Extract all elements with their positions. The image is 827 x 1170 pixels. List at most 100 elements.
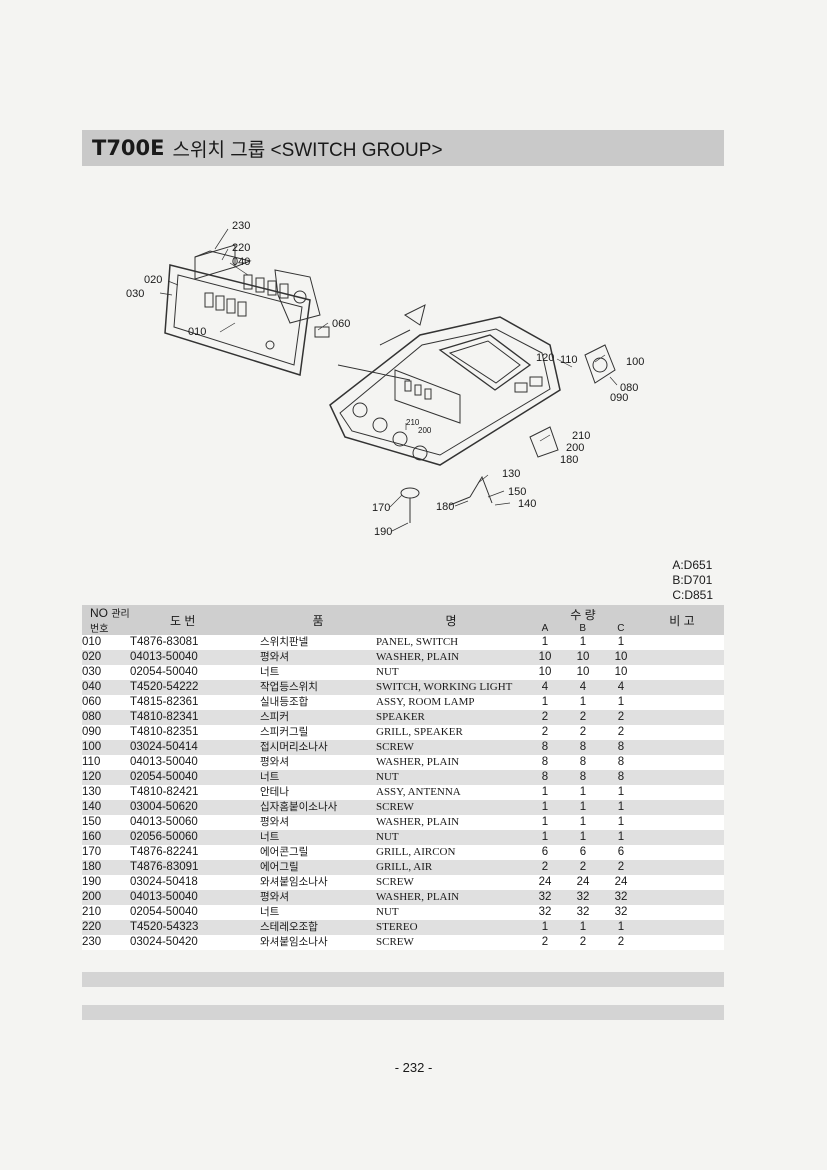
grill-antenna-drawing [400, 475, 493, 523]
cell-note [640, 830, 724, 845]
cell-part-number: 04013-50040 [130, 650, 260, 665]
cell-korean-name: 평와셔 [260, 755, 376, 770]
table-empty-band [82, 972, 724, 987]
callout-030: 030 [126, 288, 144, 300]
cell-qty-c: 8 [602, 755, 640, 770]
cell-korean-name: 너트 [260, 665, 376, 680]
cell-part-number: T4815-82361 [130, 695, 260, 710]
cell-no: 200 [82, 890, 130, 905]
cell-korean-name: 작업등스위치 [260, 680, 376, 695]
cell-part-number: 04013-50040 [130, 755, 260, 770]
callout-120: 120 [536, 352, 554, 364]
cell-english-name: WASHER, PLAIN [376, 890, 526, 905]
cell-qty-a: 1 [526, 800, 564, 815]
cell-english-name: SPEAKER [376, 710, 526, 725]
cell-no: 020 [82, 650, 130, 665]
cell-english-name: WASHER, PLAIN [376, 815, 526, 830]
cell-qty-b: 8 [564, 740, 602, 755]
cell-note [640, 665, 724, 680]
cell-english-name: ASSY, ANTENNA [376, 785, 526, 800]
cell-part-number: T4810-82351 [130, 725, 260, 740]
cell-qty-b: 8 [564, 770, 602, 785]
cell-english-name: STEREO [376, 920, 526, 935]
cell-qty-b: 2 [564, 725, 602, 740]
cell-korean-name: 와셔붙임소나사 [260, 935, 376, 950]
callout-230: 230 [232, 220, 250, 232]
cell-note [640, 845, 724, 860]
cell-korean-name: 너트 [260, 830, 376, 845]
cell-part-number: T4810-82421 [130, 785, 260, 800]
cell-no: 220 [82, 920, 130, 935]
cell-qty-c: 8 [602, 740, 640, 755]
cell-qty-a: 10 [526, 665, 564, 680]
cell-note [640, 920, 724, 935]
cell-qty-a: 32 [526, 905, 564, 920]
cell-korean-name: 십자홈붙이소나사 [260, 800, 376, 815]
callout-080: 080 [620, 382, 638, 394]
cell-qty-a: 2 [526, 710, 564, 725]
cell-qty-b: 1 [564, 830, 602, 845]
cell-no: 040 [82, 680, 130, 695]
cell-note [640, 755, 724, 770]
callout-020: 020 [144, 274, 162, 286]
cell-qty-a: 8 [526, 770, 564, 785]
cell-qty-a: 1 [526, 635, 564, 650]
cell-qty-b: 1 [564, 635, 602, 650]
cell-qty-c: 10 [602, 665, 640, 680]
callout-090: 090 [610, 392, 628, 404]
cell-english-name: NUT [376, 905, 526, 920]
cell-qty-c: 2 [602, 710, 640, 725]
cell-english-name: NUT [376, 770, 526, 785]
cell-korean-name: 스위치판넬 [260, 635, 376, 650]
cell-qty-b: 10 [564, 665, 602, 680]
header-name-k: 품 [260, 605, 376, 635]
cell-qty-b: 1 [564, 785, 602, 800]
cell-qty-b: 24 [564, 875, 602, 890]
section-title: 스위치 그룹 <SWITCH GROUP> [172, 139, 443, 161]
header-note: 비 고 [640, 605, 724, 635]
cell-qty-c: 1 [602, 830, 640, 845]
cell-note [640, 740, 724, 755]
cell-qty-a: 2 [526, 860, 564, 875]
cell-korean-name: 스피커그릴 [260, 725, 376, 740]
cell-qty-a: 6 [526, 845, 564, 860]
cell-qty-b: 2 [564, 935, 602, 950]
cell-qty-a: 4 [526, 680, 564, 695]
header-mgmt: 관리번호 [90, 609, 130, 635]
model-b: B:D701 [672, 573, 713, 587]
cell-english-name: SCREW [376, 800, 526, 815]
cell-no: 010 [82, 635, 130, 650]
cell-korean-name: 에어그릴 [260, 860, 376, 875]
cell-no: 230 [82, 935, 130, 950]
cell-no: 170 [82, 845, 130, 860]
cell-qty-a: 2 [526, 725, 564, 740]
callout-060: 060 [332, 318, 350, 330]
cell-qty-b: 2 [564, 860, 602, 875]
cell-note [640, 905, 724, 920]
cell-qty-c: 32 [602, 890, 640, 905]
callout-200a: 200 [418, 426, 432, 435]
cell-part-number: T4876-82241 [130, 845, 260, 860]
cell-no: 060 [82, 695, 130, 710]
cell-part-number: 02056-50060 [130, 830, 260, 845]
switch-panel-drawing [164, 244, 330, 376]
cell-no: 160 [82, 830, 130, 845]
cell-no: 080 [82, 710, 130, 725]
cell-korean-name: 너트 [260, 905, 376, 920]
callout-210a: 210 [406, 418, 420, 427]
section-title-bar: T700E 스위치 그룹 <SWITCH GROUP> [82, 130, 724, 166]
cell-qty-c: 2 [602, 725, 640, 740]
cell-part-number: 03004-50620 [130, 800, 260, 815]
